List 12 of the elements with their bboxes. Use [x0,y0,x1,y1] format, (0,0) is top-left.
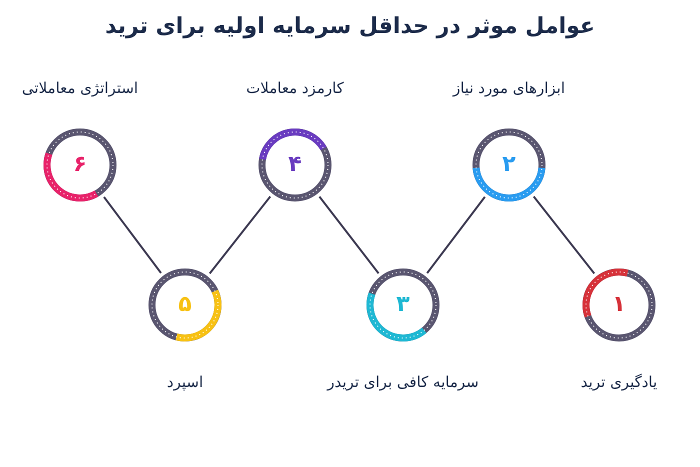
connector-line [103,196,162,274]
step-label: سرمایه کافی برای تریدر [327,373,479,391]
step-label: اسپرد [166,373,204,391]
step-label: کارمزد معاملات [246,79,344,97]
connector-line [208,196,272,274]
step-label: یادگیری ترید [580,373,658,391]
step-label: ابزارهای مورد نیاز [452,79,565,97]
connector-line [426,196,486,274]
step-label: استراتژی معاملاتی [22,79,138,97]
title: عوامل موثر در حداقل سرمایه اولیه برای ترید [104,14,596,39]
connector-line [318,196,380,274]
connector-line [532,196,596,274]
